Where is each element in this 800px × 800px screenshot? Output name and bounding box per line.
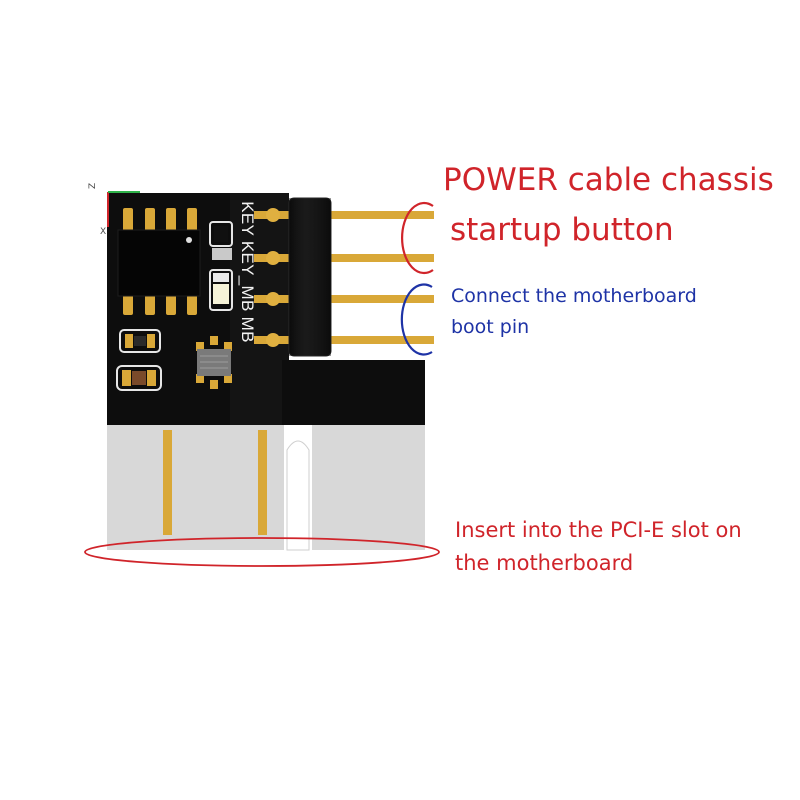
capacitor-outline (116, 365, 162, 391)
led-pad (213, 273, 229, 282)
transistor-pin-1 (196, 342, 204, 351)
axis-label-x: X (100, 227, 106, 237)
transistor-pin-6 (224, 374, 232, 383)
capacitor-pad-left (122, 370, 131, 386)
edge-connector-key-notch (286, 440, 310, 551)
led-outline (209, 269, 233, 311)
power-button-label-line1: POWER cable chassis (443, 162, 774, 198)
ic-pin-bottom-2 (145, 295, 155, 315)
pcb-body (107, 193, 425, 425)
transistor-pin-4 (196, 374, 204, 383)
header-pad-3 (266, 292, 280, 306)
edge-connector-left (107, 425, 284, 550)
pcie-edge-connector (107, 425, 425, 551)
resistor-outline (119, 329, 161, 353)
ic-pin-bottom-3 (166, 295, 176, 315)
resistor-pad-right (147, 334, 155, 348)
ic-pin-bottom-4 (187, 295, 197, 315)
boot-pin-label-line2: boot pin (451, 316, 530, 338)
header-pad-1 (266, 208, 280, 222)
capacitor-pad-right (147, 370, 156, 386)
smd-outline-1 (209, 221, 233, 247)
power-pins-bracket (401, 201, 434, 275)
header-pin-3 (254, 295, 434, 303)
pcie-slot-label-line1: Insert into the PCI-E slot on (455, 518, 742, 542)
header-pin-1 (254, 211, 434, 219)
ic-pin-bottom-1 (123, 295, 133, 315)
silkscreen-label: KEY KEY_MB MB (238, 201, 257, 343)
transistor-pin-3 (224, 342, 232, 351)
led-body (213, 284, 229, 304)
pin-header (254, 197, 434, 357)
resistor-body (134, 336, 146, 346)
ic-pin-top-4 (187, 208, 197, 233)
pcie-slot-ellipse (84, 537, 440, 567)
ic-pin1-dot (186, 237, 192, 243)
smd-components-right (209, 221, 233, 311)
capacitor-body (132, 371, 146, 385)
ic-pin-top-3 (166, 208, 176, 233)
smd-body-1 (214, 226, 228, 242)
pcie-slot-label-line2: the motherboard (455, 551, 634, 575)
annotation-outlines (84, 201, 440, 567)
header-pad-4 (266, 333, 280, 347)
ic-pin-top-1 (123, 208, 133, 233)
ic-chip (117, 208, 201, 315)
power-button-label-line2: startup button (450, 212, 674, 248)
boot-pins-bracket (400, 283, 433, 356)
boot-pin-label-line1: Connect the motherboard (451, 285, 697, 307)
gold-finger-1 (163, 430, 172, 535)
header-housing-shade (289, 198, 331, 356)
header-pin-2 (254, 254, 434, 262)
transistor-pin-5 (210, 380, 218, 389)
header-pin-4 (254, 336, 434, 344)
axis-label-z: Z (88, 183, 98, 189)
edge-connector-right (312, 425, 425, 550)
transistor-pin-2 (210, 336, 218, 345)
gold-finger-2 (258, 430, 267, 535)
resistor-pad-left (125, 334, 133, 348)
pcb-silkscreen-strip (230, 193, 289, 425)
header-pad-2 (266, 251, 280, 265)
axis-indicator: Z X (88, 183, 140, 237)
ic-pin-top-2 (145, 208, 155, 233)
pcb-lower-extension (282, 360, 425, 425)
smd-pad-1 (212, 248, 232, 260)
smd-components-lower (116, 329, 232, 391)
